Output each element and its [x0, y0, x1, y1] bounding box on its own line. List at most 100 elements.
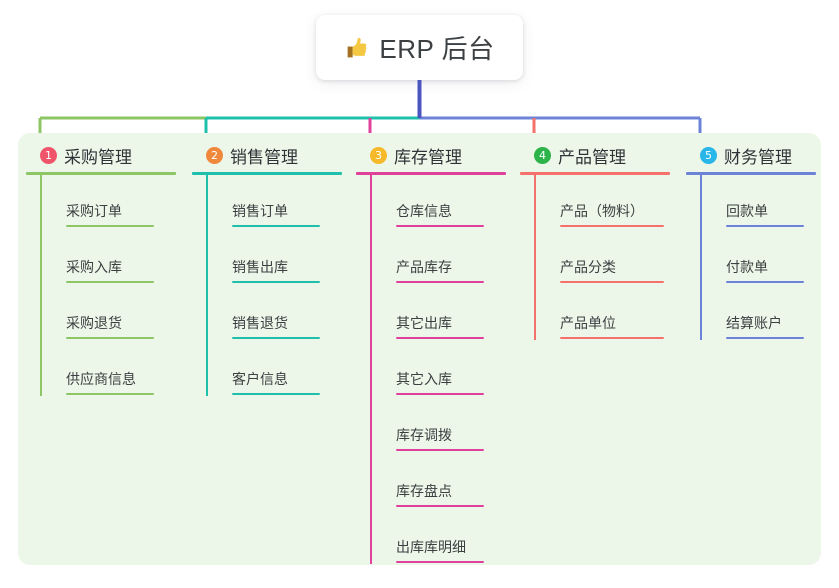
leaf-item[interactable]: 产品分类: [534, 231, 678, 287]
column-branch: 产品（物料） 产品分类产品单位: [534, 175, 678, 343]
leaf-item[interactable]: 产品（物料）: [534, 175, 678, 231]
leaf-label: 付款单: [726, 259, 768, 275]
leaf-item[interactable]: 出库库明细: [370, 511, 506, 567]
leaf-underline: [560, 225, 664, 227]
leaf-label: 产品库存: [396, 259, 452, 275]
root-node[interactable]: ERP 后台: [316, 15, 523, 80]
leaf-inner: 产品（物料）: [546, 201, 678, 231]
column-number-badge: 4: [534, 146, 551, 164]
content-panel: [18, 133, 821, 565]
leaf-item[interactable]: 产品库存: [370, 231, 506, 287]
leaf-inner: 产品分类: [546, 257, 678, 287]
leaf-item[interactable]: 其它出库: [370, 287, 506, 343]
leaf-inner: 销售出库: [218, 257, 334, 287]
leaf-inner: 采购订单: [52, 201, 168, 231]
leaf-underline: [66, 281, 154, 283]
leaf-underline: [66, 225, 154, 227]
root-title: ERP 后台: [379, 34, 495, 64]
column-title: 财务管理: [724, 147, 792, 167]
leaf-inner: 结算账户: [712, 313, 818, 343]
column-header-3[interactable]: 3 库存管理: [356, 142, 506, 168]
leaf-inner: 其它入库: [382, 369, 498, 399]
branch-spine: [534, 175, 536, 340]
column-title: 产品管理: [558, 147, 626, 167]
column-underline: [26, 172, 176, 175]
leaf-label: 产品（物料）: [560, 203, 644, 219]
leaf-label: 采购入库: [66, 259, 122, 275]
column-title: 库存管理: [394, 147, 462, 167]
column-4: 4 产品管理产品（物料） 产品分类产品单位: [520, 142, 678, 343]
leaf-label: 销售退货: [232, 315, 288, 331]
column-underline: [192, 172, 342, 175]
leaf-inner: 供应商信息: [52, 369, 168, 399]
thumbs-up-icon: [344, 35, 370, 61]
leaf-label: 采购订单: [66, 203, 122, 219]
leaf-inner: 库存调拨: [382, 425, 498, 455]
column-underline: [686, 172, 816, 175]
leaf-underline: [560, 337, 664, 339]
column-underline: [520, 172, 670, 175]
column-number-badge: 5: [700, 146, 717, 164]
leaf-item[interactable]: 产品单位: [534, 287, 678, 343]
leaf-item[interactable]: 销售出库: [206, 231, 342, 287]
leaf-item[interactable]: 付款单: [700, 231, 818, 287]
column-header-4[interactable]: 4 产品管理: [520, 142, 678, 168]
leaf-underline: [726, 337, 804, 339]
column-header-5[interactable]: 5 财务管理: [686, 142, 818, 168]
leaf-item[interactable]: 回款单: [700, 175, 818, 231]
column-title: 销售管理: [230, 147, 298, 167]
column-title: 采购管理: [64, 147, 132, 167]
leaf-underline: [232, 337, 320, 339]
column-2: 2 销售管理销售订单销售出库销售退货客户信息: [192, 142, 342, 399]
leaf-label: 回款单: [726, 203, 768, 219]
column-number-badge: 1: [40, 146, 57, 164]
leaf-item[interactable]: 客户信息: [206, 343, 342, 399]
column-number-badge: 2: [206, 146, 223, 164]
leaf-underline: [560, 281, 664, 283]
leaf-item[interactable]: 结算账户: [700, 287, 818, 343]
branch-spine: [370, 175, 372, 564]
leaf-item[interactable]: 采购订单: [40, 175, 176, 231]
leaf-label: 销售出库: [232, 259, 288, 275]
leaf-underline: [726, 225, 804, 227]
leaf-inner: 库存盘点: [382, 481, 498, 511]
branch-spine: [700, 175, 702, 340]
leaf-item[interactable]: 库存调拨: [370, 399, 506, 455]
leaf-inner: 销售订单: [218, 201, 334, 231]
leaf-underline: [396, 561, 484, 563]
column-5: 5 财务管理回款单付款单结算账户: [686, 142, 818, 343]
leaf-label: 产品分类: [560, 259, 616, 275]
leaf-item[interactable]: 采购退货: [40, 287, 176, 343]
leaf-inner: 采购退货: [52, 313, 168, 343]
leaf-item[interactable]: 仓库信息: [370, 175, 506, 231]
leaf-underline: [232, 393, 320, 395]
leaf-label: 仓库信息: [396, 203, 452, 219]
leaf-item[interactable]: 供应商信息: [40, 343, 176, 399]
leaf-underline: [396, 393, 484, 395]
leaf-inner: 仓库信息: [382, 201, 498, 231]
leaf-inner: 客户信息: [218, 369, 334, 399]
leaf-item[interactable]: 库存盘点: [370, 455, 506, 511]
leaf-label: 结算账户: [726, 315, 782, 331]
leaf-label: 供应商信息: [66, 371, 136, 387]
leaf-item[interactable]: 采购入库: [40, 231, 176, 287]
column-1: 1 采购管理采购订单采购入库采购退货供应商信息: [26, 142, 176, 399]
column-header-1[interactable]: 1 采购管理: [26, 142, 176, 168]
column-header-2[interactable]: 2 销售管理: [192, 142, 342, 168]
leaf-underline: [396, 281, 484, 283]
column-branch: 采购订单采购入库采购退货供应商信息: [40, 175, 176, 399]
leaf-label: 出库库明细: [396, 539, 466, 555]
leaf-label: 采购退货: [66, 315, 122, 331]
leaf-item[interactable]: 销售退货: [206, 287, 342, 343]
leaf-inner: 产品库存: [382, 257, 498, 287]
leaf-underline: [396, 505, 484, 507]
column-number-badge: 3: [370, 146, 387, 164]
leaf-item[interactable]: 其它入库: [370, 343, 506, 399]
leaf-label: 销售订单: [232, 203, 288, 219]
leaf-item[interactable]: 销售订单: [206, 175, 342, 231]
column-branch: 回款单付款单结算账户: [700, 175, 818, 343]
leaf-label: 库存调拨: [396, 427, 452, 443]
leaf-inner: 其它出库: [382, 313, 498, 343]
column-branch: 销售订单销售出库销售退货客户信息: [206, 175, 342, 399]
